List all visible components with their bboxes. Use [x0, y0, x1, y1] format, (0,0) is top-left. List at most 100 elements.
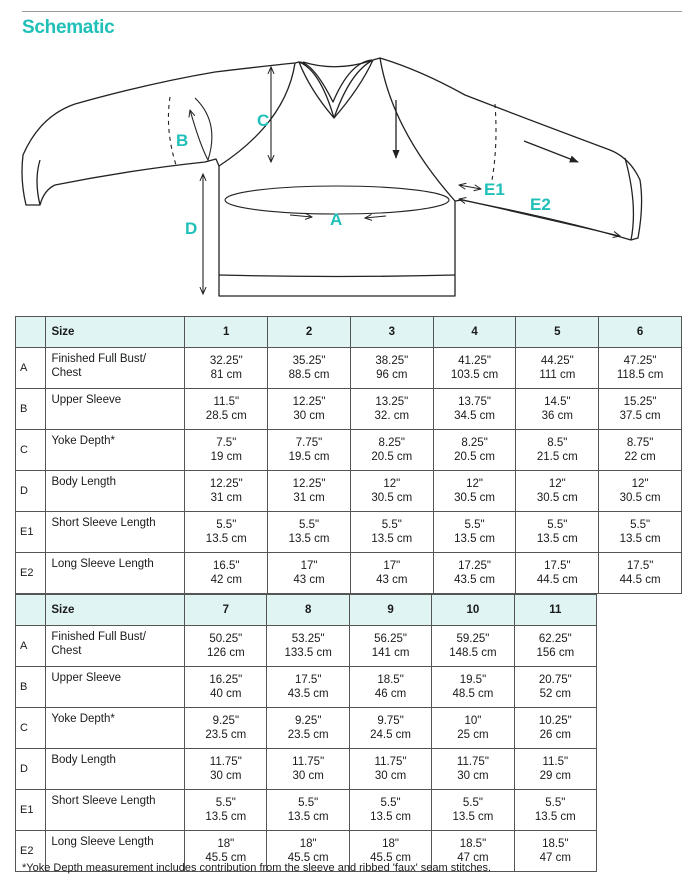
value-cell: 11.75"30 cm [431, 748, 515, 790]
value-cm: 81 cm [210, 369, 242, 381]
measurement-name: Upper Sleeve [51, 672, 122, 684]
measurement-key: D [14, 470, 47, 512]
value-cell: 15.25"37.5 cm [598, 388, 682, 430]
value-cell: 7.5"19 cm [184, 429, 269, 471]
value-cell: 38.25"96 cm [349, 347, 434, 389]
measurement-key: E2 [14, 552, 47, 594]
measurement-key: A [14, 625, 47, 667]
value-cm: 47 cm [457, 852, 489, 864]
value-cell: 12" 30.5 cm [349, 470, 434, 512]
value-cell: 17.5"44.5 cm [515, 552, 600, 594]
value-cell: 9.25"23.5 cm [266, 707, 350, 749]
value-inches: 12" [383, 478, 401, 490]
value-cell: 12"30.5 cm [598, 470, 682, 512]
value-inches: 12" [548, 478, 566, 490]
label-d: D [185, 219, 197, 238]
value-inches: 13.25" [375, 396, 409, 408]
value-cell: 7.75"19.5 cm [267, 429, 351, 471]
value-inches: 11.75" [456, 756, 489, 768]
value-cell: 18.5"46 cm [348, 666, 433, 708]
value-inches: 5.5" [380, 797, 401, 809]
value-cell: 44.25"111 cm [515, 347, 600, 389]
size-header-cell: 3 [349, 316, 434, 348]
value-cm: 30 cm [210, 770, 242, 782]
value-inches: 12.25" [292, 396, 326, 408]
value-cm: 88.5 cm [288, 369, 330, 381]
value-inches: 5.5" [298, 519, 320, 531]
header-size-label: Size [45, 316, 186, 348]
value-cell: 5.5"13.5 cm [598, 511, 682, 553]
value-inches: 18" [299, 838, 317, 850]
value-cm: 30.5 cm [371, 492, 413, 504]
value-cell: 5.5"13.5 cm [431, 789, 515, 831]
value-cm: 20.5 cm [454, 451, 496, 463]
size-header-cell: 8 [266, 594, 350, 626]
value-cm: 13.5 cm [370, 811, 411, 823]
value-inches: 11.75" [209, 756, 242, 768]
value-cm: 34.5 cm [454, 410, 496, 422]
value-cell: 17.5" 43.5 cm [266, 666, 350, 708]
size-header-cell: 9 [348, 594, 433, 626]
value-cm: 23.5 cm [287, 729, 329, 741]
value-cm: 25 cm [457, 729, 489, 741]
value-cm: 22 cm [624, 451, 656, 463]
value-inches: 50.25" [209, 633, 243, 645]
value-cell: 8.25"20.5 cm [349, 429, 434, 471]
value-cell: 11.5"29 cm [513, 748, 598, 790]
value-inches: 13.75" [458, 396, 491, 408]
value-cell: 11.5"28.5 cm [184, 388, 269, 430]
value-inches: 17.5" [294, 674, 322, 686]
footnote: *Yoke Depth measurement includes contrib… [22, 862, 492, 874]
value-inches: 5.5" [462, 797, 483, 809]
value-cell: 18"45.5 cm [266, 830, 350, 872]
value-cm: 126 cm [206, 647, 245, 659]
value-inches: 17.5" [544, 560, 571, 572]
value-cell: 41.25"103.5 cm [432, 347, 517, 389]
value-cm: 13.5 cm [287, 811, 329, 823]
value-cell: 59.25"148.5 cm [431, 625, 515, 667]
value-cell: 9.25"23.5 cm [184, 707, 268, 749]
value-inches: 11.75" [374, 756, 407, 768]
value-inches: 35.25" [292, 355, 326, 367]
value-cell: 13.75" 34.5 cm [432, 388, 517, 430]
value-cm: 42 cm [210, 574, 242, 586]
size-header-cell: 1 [184, 316, 269, 348]
value-cell: 53.25"133.5 cm [266, 625, 350, 667]
size-header-cell: 4 [432, 316, 517, 348]
value-cm: 20.5 cm [371, 451, 413, 463]
value-cm: 43.5 cm [287, 688, 329, 700]
measurement-name: Short Sleeve Length [51, 517, 156, 529]
value-inches: 17.5" [626, 560, 654, 572]
value-cell: 47.25"118.5 cm [598, 347, 682, 389]
value-inches: 12.25" [292, 478, 326, 490]
value-cell: 8.75"22 cm [598, 429, 682, 471]
value-cell: 10.25"26 cm [513, 707, 598, 749]
value-inches: 11.5" [213, 396, 240, 408]
value-cm: 45.5 cm [205, 852, 247, 864]
value-cell: 5.5"13.5 cm [432, 511, 517, 553]
value-inches: 62.25" [538, 633, 572, 645]
value-inches: 16.25" [209, 674, 243, 686]
value-cm: 46 cm [374, 688, 407, 700]
measurement-key: D [14, 748, 47, 790]
value-cell: 18.5"47 cm [513, 830, 598, 872]
measurement-name: Body Length [51, 754, 116, 766]
value-cell: 12"30.5 cm [515, 470, 600, 512]
value-cm: 47 cm [539, 852, 571, 864]
value-cell: 20.75"52 cm [513, 666, 598, 708]
value-cm: 141 cm [371, 647, 410, 659]
value-cell: 13.25"32. cm [349, 388, 434, 430]
value-cm: 43.5 cm [454, 574, 496, 586]
value-cell: 18"45.5 cm [348, 830, 433, 872]
measurement-name: Yoke Depth* [51, 435, 115, 447]
value-inches: 7.5" [216, 437, 237, 449]
value-inches: 44.25" [540, 355, 574, 367]
value-inches: 5.5" [215, 797, 236, 809]
